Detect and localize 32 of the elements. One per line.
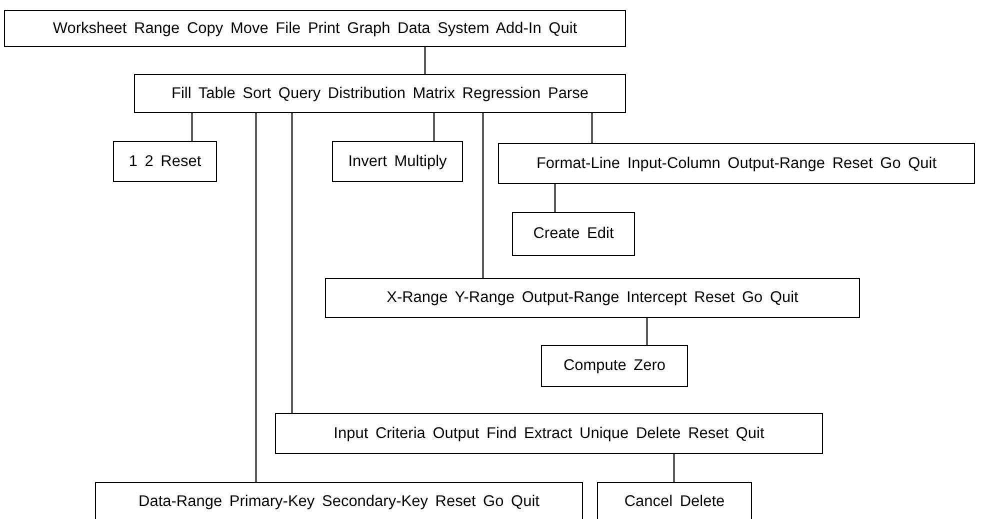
menu-items: Format-Line Input-Column Output-Range Reset Go Quit (536, 154, 937, 174)
connector-line (554, 184, 556, 212)
menu-items: Invert Multiply (348, 152, 447, 172)
menu-items: X-Range Y-Range Output-Range Intercept Reset Go Quit (386, 288, 798, 308)
menu-items: Worksheet Range Copy Move File Print Graph Data System Add-In Quit (52, 18, 578, 38)
menu-box (275, 413, 823, 454)
menu-items: 1 2 Reset (128, 152, 202, 172)
connector-line (482, 113, 484, 278)
menu-box (134, 74, 626, 113)
menu-items: Compute Zero (563, 356, 666, 376)
menu-items: Cancel Delete (624, 492, 725, 512)
menu-box (541, 345, 688, 387)
connector-line (291, 113, 293, 413)
menu-box (4, 10, 626, 47)
connector-line (591, 113, 593, 143)
menu-box (325, 278, 860, 318)
connector-line (255, 113, 257, 482)
menu-box (498, 143, 975, 184)
menu-box (597, 482, 752, 519)
menu-items: Input Criteria Output Find Extract Unique Delete Reset Quit (334, 424, 764, 444)
connector-line (646, 318, 648, 345)
menu-items: Create Edit (533, 224, 614, 244)
menu-box (95, 482, 583, 519)
menu-items: Fill Table Sort Query Distribution Matrix Regression Parse (172, 84, 588, 104)
menu-box (332, 141, 463, 182)
menu-items: Data-Range Primary-Key Secondary-Key Reset Go Quit (138, 492, 540, 512)
connector-line (424, 47, 426, 74)
connector-line (673, 454, 675, 482)
connector-line (191, 113, 193, 141)
connector-line (433, 113, 435, 141)
menu-box (512, 212, 635, 256)
menu-box (113, 141, 217, 182)
